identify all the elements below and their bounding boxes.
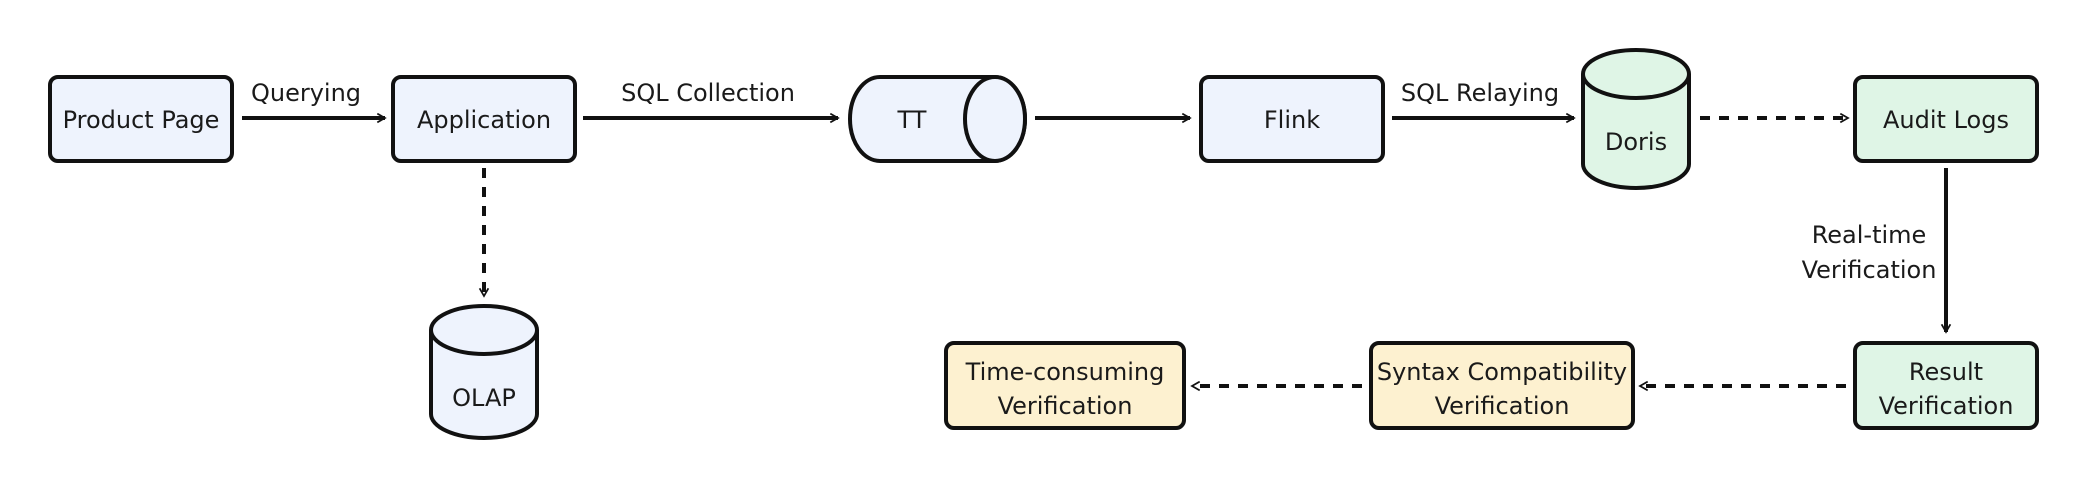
node-application: Application [391, 75, 577, 163]
olap-cylinder-body [429, 330, 539, 440]
edge-flink-to-doris: SQL Relaying [1392, 79, 1576, 124]
flink-box [1199, 75, 1385, 163]
node-product-page: Product Page [48, 75, 234, 163]
syntax-compatibility-line2: Verification [1435, 392, 1570, 420]
node-syntax-compatibility-verification: Syntax Compatibility Verification [1369, 341, 1635, 430]
audit-logs-label: Audit Logs [1883, 106, 2009, 134]
edge-product-page-to-application: Querying [242, 79, 387, 124]
olap-cylinder-top [429, 304, 539, 356]
node-doris: Doris [1581, 48, 1691, 190]
edge-label-realtime-line2: Verification [1802, 256, 1937, 284]
doris-label: Doris [1605, 128, 1667, 156]
result-verification-line2: Verification [1879, 392, 2014, 420]
node-flink: Flink [1199, 75, 1385, 163]
application-box [391, 75, 577, 163]
syntax-compatibility-box [1369, 341, 1635, 430]
product-page-box [48, 75, 234, 163]
tt-cylinder-end [963, 75, 1027, 163]
time-consuming-box [944, 341, 1186, 430]
node-tt: TT [848, 75, 1027, 163]
olap-label: OLAP [452, 384, 516, 412]
node-olap: OLAP [429, 304, 539, 440]
doris-cylinder-body [1581, 74, 1691, 190]
audit-logs-box [1853, 75, 2039, 163]
edge-label-realtime-line1: Real-time [1812, 221, 1927, 249]
syntax-compatibility-line1: Syntax Compatibility [1377, 358, 1627, 386]
time-consuming-line1: Time-consuming [965, 358, 1165, 386]
result-verification-line1: Result [1909, 358, 1983, 386]
tt-label: TT [897, 106, 927, 134]
node-time-consuming-verification: Time-consuming Verification [944, 341, 1186, 430]
edge-application-to-tt: SQL Collection [583, 79, 840, 124]
product-page-label: Product Page [63, 106, 220, 134]
node-audit-logs: Audit Logs [1853, 75, 2039, 163]
edge-label-querying: Querying [251, 79, 361, 107]
edge-audit-logs-to-result-verification: Real-time Verification [1802, 168, 1952, 334]
result-verification-box [1853, 341, 2039, 430]
application-label: Application [417, 106, 551, 134]
edge-label-sql-collection: SQL Collection [621, 79, 795, 107]
flink-label: Flink [1264, 106, 1320, 134]
node-result-verification: Result Verification [1853, 341, 2039, 430]
time-consuming-line2: Verification [998, 392, 1133, 420]
doris-cylinder-top [1581, 48, 1691, 100]
edge-label-sql-relaying: SQL Relaying [1401, 79, 1559, 107]
